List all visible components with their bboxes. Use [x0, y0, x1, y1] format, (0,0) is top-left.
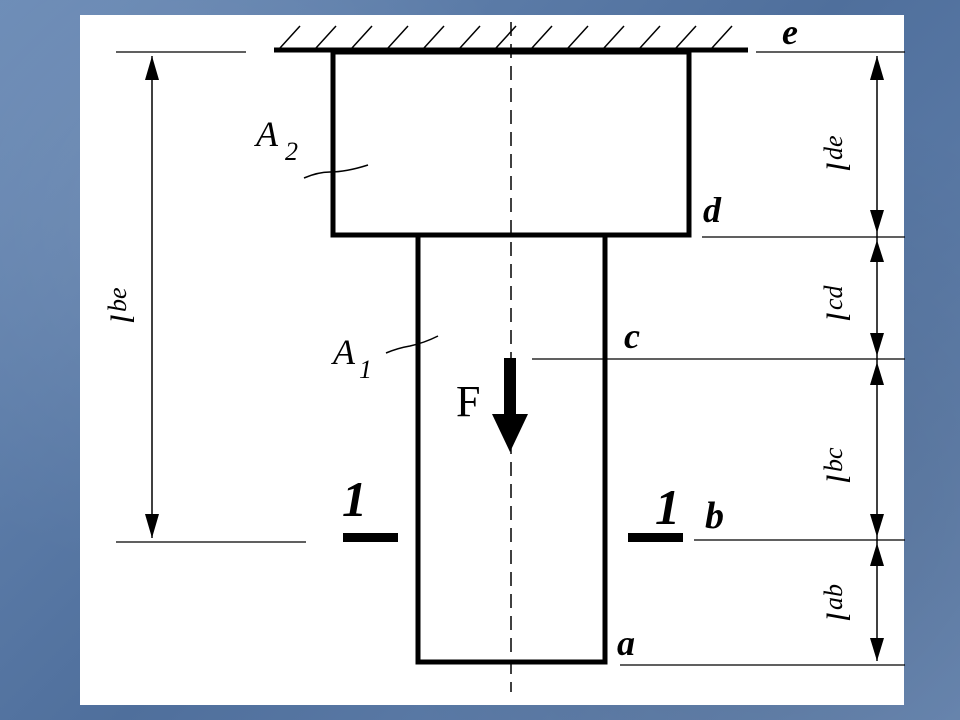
point-label-d: d [703, 190, 722, 230]
svg-text:cd: cd [819, 284, 848, 310]
svg-text:l: l [821, 163, 858, 172]
length-label-lbc: l bc [819, 447, 858, 484]
area-label-a1: A 1 [331, 332, 372, 384]
reference-lines [116, 51, 905, 666]
svg-text:l: l [821, 613, 858, 622]
dimension-lbe [145, 56, 159, 538]
svg-text:A: A [254, 114, 279, 154]
area-label-a2: A 2 [254, 114, 298, 166]
section-number-left: 1 [342, 471, 367, 527]
svg-text:l: l [821, 313, 858, 322]
force-label: F [456, 377, 480, 426]
section-number-right: 1 [655, 479, 680, 535]
leader-a2 [303, 164, 369, 179]
length-label-lde: l de [819, 135, 858, 172]
length-label-lab: l ab [819, 584, 858, 622]
point-label-c: c [624, 316, 640, 356]
leader-a1 [385, 335, 439, 354]
length-label-lcd: l cd [819, 284, 858, 322]
point-label-b: b [705, 495, 724, 537]
length-label-lbe: l be [103, 287, 142, 324]
diagram-panel [80, 15, 904, 705]
point-label-e: e [782, 12, 798, 52]
svg-text:be: be [103, 287, 132, 312]
svg-text:l: l [821, 475, 858, 484]
svg-text:bc: bc [819, 447, 848, 472]
section-mark-left [343, 533, 398, 542]
dimension-chain-right [870, 56, 884, 661]
svg-text:A: A [331, 332, 356, 372]
force-arrow [492, 358, 528, 452]
svg-text:2: 2 [285, 137, 298, 166]
point-label-a: a [617, 623, 635, 663]
svg-text:ab: ab [819, 584, 848, 610]
svg-text:1: 1 [359, 355, 372, 384]
svg-text:de: de [819, 135, 848, 160]
svg-text:l: l [105, 315, 142, 324]
section-mark-right [628, 533, 683, 542]
